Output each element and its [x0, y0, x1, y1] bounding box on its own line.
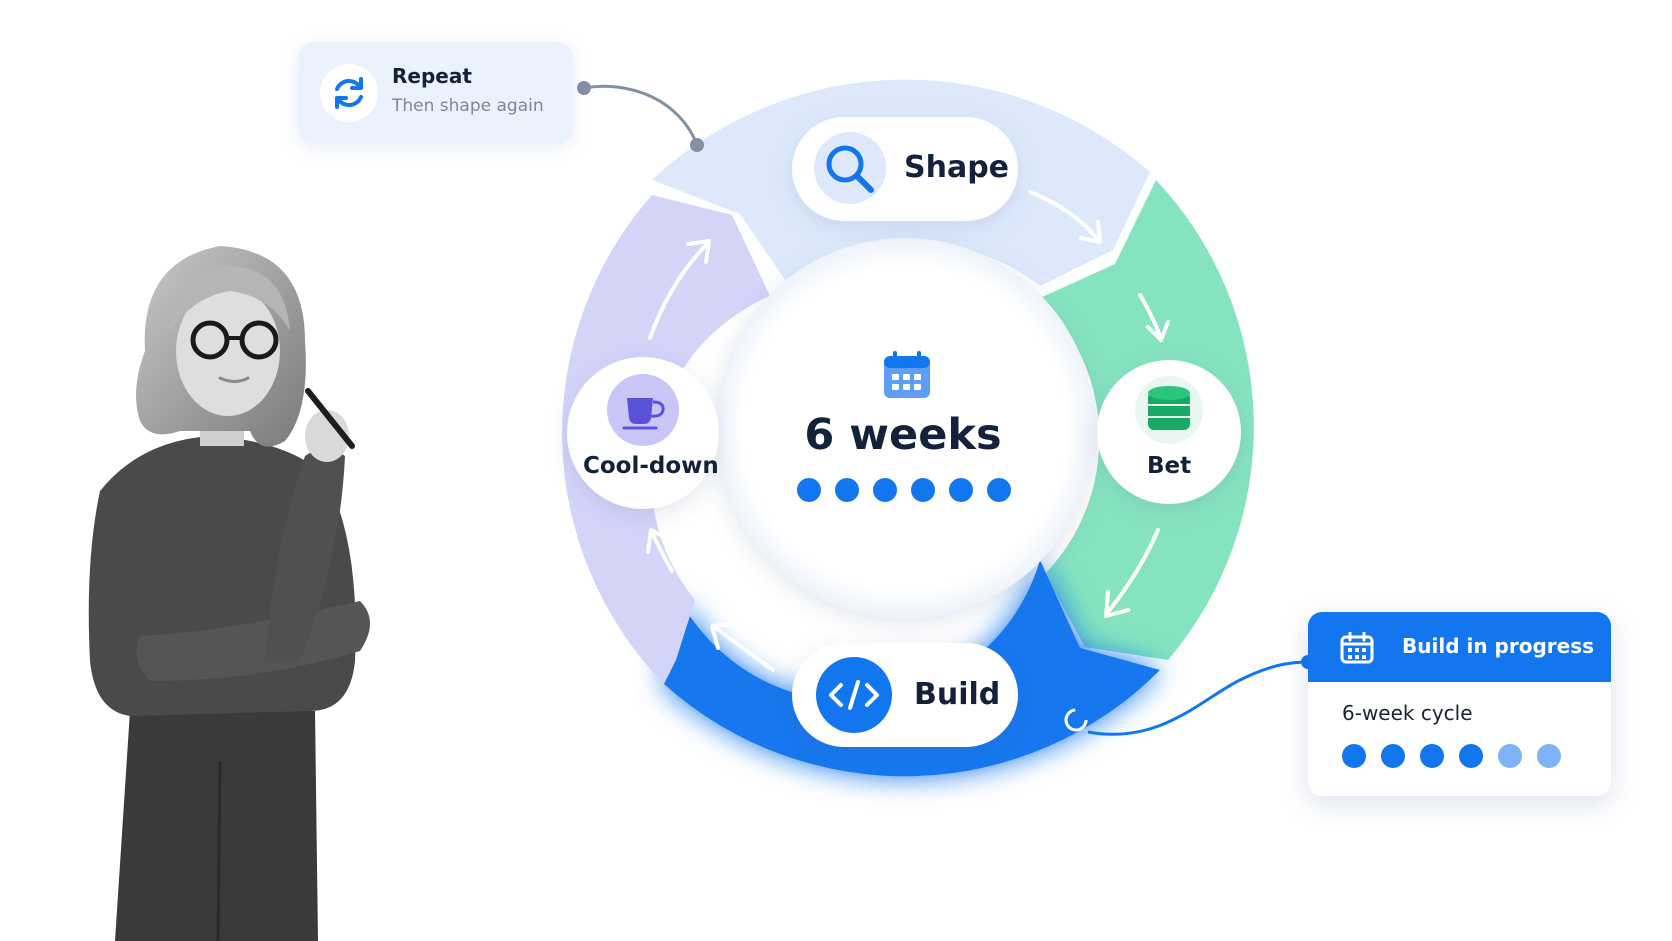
- loading-icon: [1064, 708, 1088, 732]
- week-dot: [835, 478, 859, 502]
- database-icon: [1135, 376, 1203, 444]
- status-title: Build in progress: [1402, 634, 1595, 658]
- calendar-icon: [1340, 632, 1374, 664]
- repeat-title: Repeat: [392, 64, 472, 88]
- segment-build[interactable]: [664, 560, 1160, 777]
- cycle-week-dots: [797, 478, 1011, 502]
- progress-dots: [1342, 744, 1561, 768]
- week-dot: [949, 478, 973, 502]
- repeat-card[interactable]: Repeat Then shape again: [298, 42, 573, 144]
- cycle-label: 6-week cycle: [1342, 701, 1473, 725]
- week-dot: [873, 478, 897, 502]
- progress-dot-complete: [1342, 744, 1366, 768]
- progress-dot-complete: [1420, 744, 1444, 768]
- week-dot: [987, 478, 1011, 502]
- status-card-header: Build in progress: [1308, 612, 1611, 682]
- calendar-icon: [884, 351, 930, 398]
- progress-dot-pending: [1498, 744, 1522, 768]
- cycle-duration: 6 weeks: [804, 410, 1002, 460]
- stage-label-bet: Bet: [1147, 453, 1192, 479]
- week-dot: [797, 478, 821, 502]
- stage-label-build: Build: [914, 677, 1001, 712]
- code-icon: [816, 657, 892, 733]
- week-dot: [911, 478, 935, 502]
- flow-arrows: [646, 190, 1170, 672]
- stage-label-cooldown: Cool-down: [583, 453, 719, 479]
- center-disc: [715, 238, 1095, 618]
- progress-dot-complete: [1381, 744, 1405, 768]
- segment-cooldown: [562, 195, 770, 684]
- refresh-icon: [320, 64, 378, 122]
- connector-repeat: [577, 81, 704, 152]
- cup-icon: [607, 374, 679, 446]
- build-status-card[interactable]: Build in progress 6-week cycle: [1308, 612, 1611, 796]
- person-illustration: [88, 246, 370, 941]
- progress-dot-complete: [1459, 744, 1483, 768]
- progress-dot-pending: [1537, 744, 1561, 768]
- stage-label-shape: Shape: [904, 150, 1010, 185]
- search-icon: [814, 132, 886, 204]
- repeat-subtitle: Then shape again: [392, 96, 544, 116]
